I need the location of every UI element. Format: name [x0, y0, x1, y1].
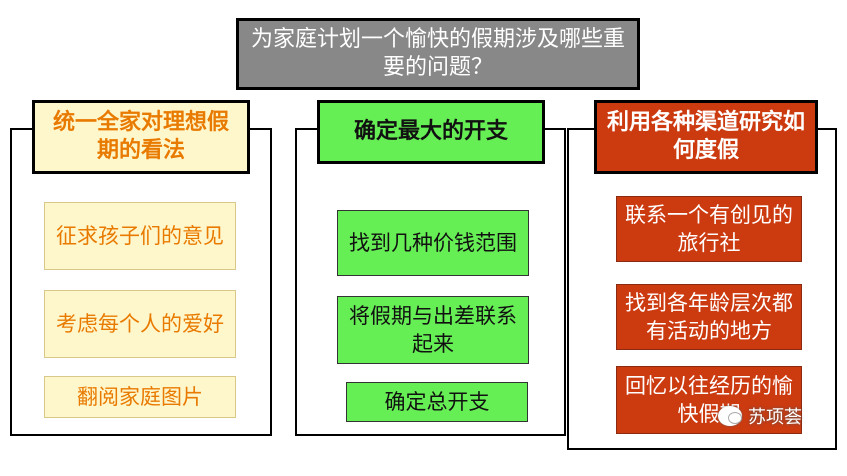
- wechat-icon: [718, 406, 742, 426]
- column-3-item-2: 找到各年龄层次都有活动的地方: [616, 284, 802, 350]
- column-1-item-1: 征求孩子们的意见: [44, 202, 236, 270]
- column-2-item-3: 确定总开支: [346, 382, 528, 422]
- column-2-item-1: 找到几种价钱范围: [337, 210, 529, 276]
- column-1-item-3: 翻阅家庭图片: [44, 376, 236, 418]
- column-2-item-2: 将假期与出差联系起来: [337, 296, 529, 364]
- column-3-item-1: 联系一个有创见的旅行社: [616, 196, 802, 262]
- column-1-item-2: 考虑每个人的爱好: [44, 290, 236, 358]
- watermark-text: 苏项荟: [748, 407, 802, 428]
- column-header-3: 利用各种渠道研究如何度假: [594, 100, 818, 174]
- watermark: 苏项荟: [718, 402, 828, 430]
- column-header-1: 统一全家对理想假期的看法: [32, 100, 250, 174]
- column-header-2: 确定最大的开支: [317, 100, 545, 164]
- diagram-title: 为家庭计划一个愉快的假期涉及哪些重要的问题？: [236, 18, 640, 90]
